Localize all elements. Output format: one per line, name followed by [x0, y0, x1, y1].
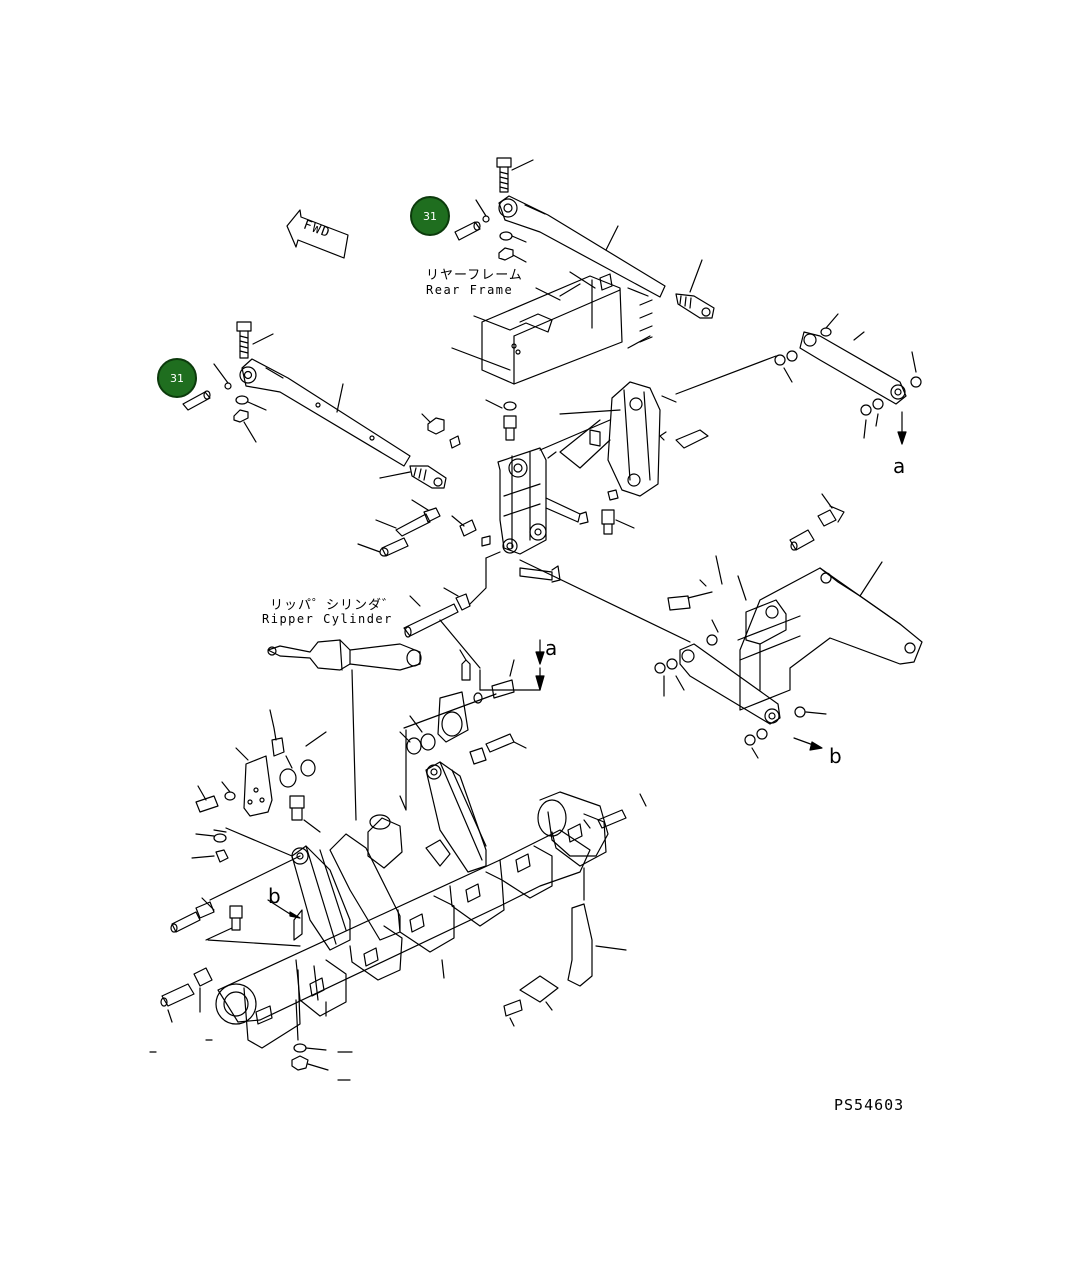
rear-frame [451, 271, 653, 385]
center-bracket [497, 447, 589, 555]
ref-a-center: a [545, 636, 558, 660]
ripper-cylinder-label-en: Ripper Cylinder [262, 612, 393, 626]
lift-arms [291, 619, 545, 951]
rear-frame-label-en: Rear Frame [426, 283, 514, 297]
ripper-shaft [215, 791, 609, 1049]
bolt-top [496, 157, 534, 193]
callout-31-top[interactable]: 31 [410, 196, 450, 236]
drawing-code: PS54603 [834, 1096, 905, 1114]
ref-a-right: a [893, 454, 906, 478]
bolt-left [236, 321, 274, 359]
pin-top [454, 199, 527, 263]
link-end-top [675, 259, 715, 319]
ref-b-left: b [268, 884, 281, 908]
upper-link [498, 195, 666, 298]
right-link [675, 313, 922, 445]
pin-left [182, 363, 267, 443]
ref-b-right: b [829, 744, 842, 768]
left-link [239, 358, 411, 467]
link-end-left [379, 465, 447, 489]
ripper-beam [519, 493, 923, 759]
ripper-cylinder-label-jp: リッパ゜シリンダ゛ [270, 598, 397, 613]
fwd-arrow-icon [286, 209, 349, 259]
lower-hardware [149, 649, 647, 1081]
rear-frame-label-jp: リヤーフレーム [426, 268, 523, 283]
callout-31-left[interactable]: 31 [157, 358, 197, 398]
ripper-cylinder [267, 551, 501, 821]
right-bracket [539, 381, 709, 535]
